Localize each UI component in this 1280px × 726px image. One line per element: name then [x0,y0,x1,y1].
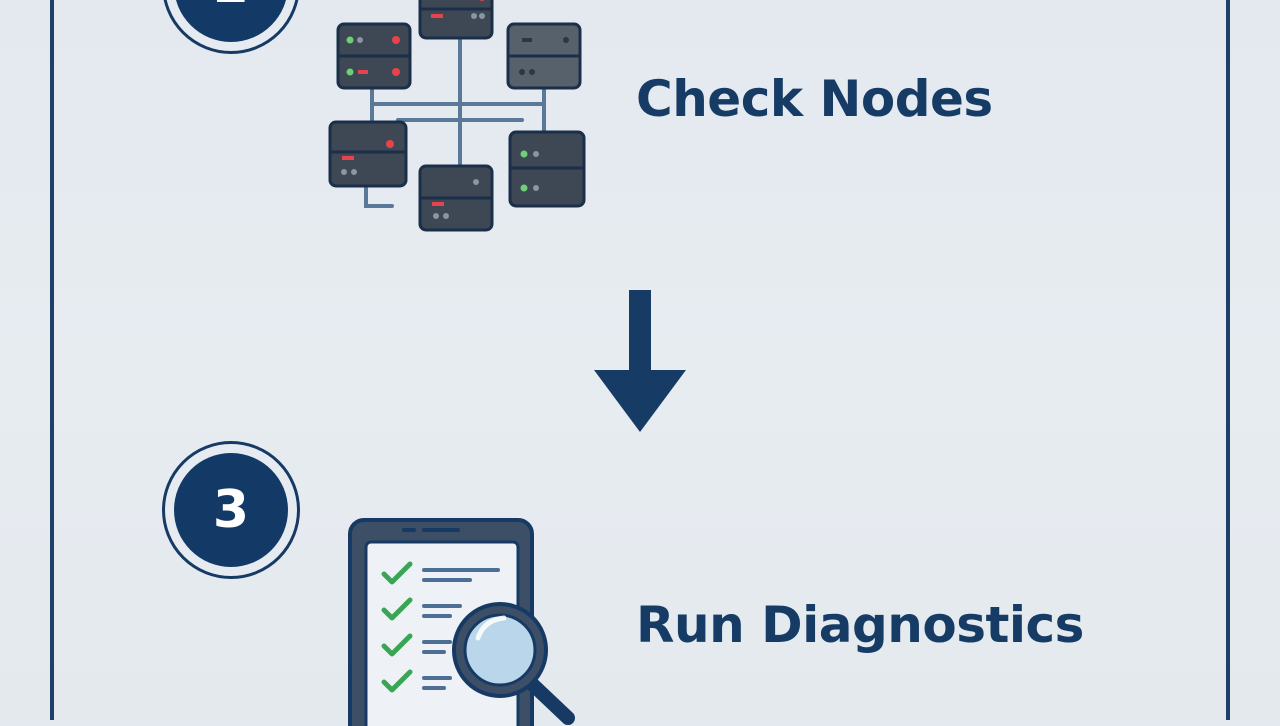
step-3-label: Run Diagnostics [636,596,1084,654]
step-3-number: 3 [212,480,250,540]
frame-left-border [50,0,54,720]
server-upper-right [506,22,582,90]
step-2-number: 2 [213,0,249,15]
frame-right-border [1226,0,1230,720]
server-mid-left [328,120,408,188]
diagnostic-checklist-icon [348,518,575,726]
server-upper-left [336,22,412,90]
magnifier-icon [452,602,575,725]
server-network-icon [328,0,586,232]
arrow-down-icon [594,290,686,432]
server-bottom-center [418,164,494,232]
step-2-label: Check Nodes [636,70,993,128]
step-3-badge: 3 [162,441,300,579]
step-2-badge: 2 [162,0,300,54]
server-top [418,0,494,40]
server-mid-right [508,130,586,208]
